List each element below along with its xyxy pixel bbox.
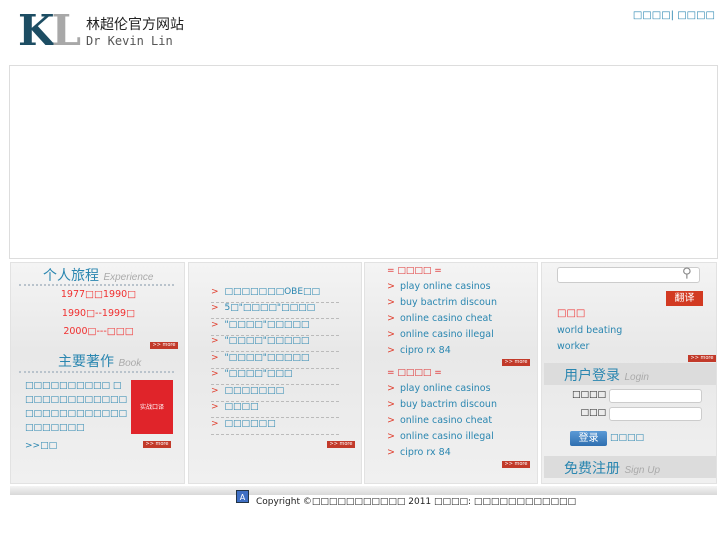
experience-title: 个人旅程 Experience: [43, 268, 154, 284]
link-item[interactable]: >online casino illegal: [387, 329, 494, 340]
search-input[interactable]: [557, 267, 700, 283]
article-item[interactable]: >□□□□□□□: [211, 386, 339, 402]
link-item[interactable]: >play online casinos: [387, 281, 491, 292]
article-item[interactable]: >"□□□□"□□□□□: [211, 336, 339, 352]
forgot-password-link[interactable]: □□□□: [610, 433, 645, 443]
login-title: 用户登录 Login: [564, 368, 649, 384]
search-icon[interactable]: ⚲: [682, 266, 692, 281]
login-button[interactable]: 登录: [570, 431, 607, 446]
footer-bar: [10, 486, 717, 495]
link-item[interactable]: >cipro rx 84: [387, 447, 451, 458]
article-item[interactable]: >"□□□□"□□□□□: [211, 320, 339, 336]
banner: [9, 65, 718, 259]
link-item[interactable]: >buy bactrim discoun: [387, 399, 497, 410]
articles-more-button[interactable]: >> more: [327, 441, 355, 448]
logo-letter-k: K: [18, 6, 54, 55]
book-cover[interactable]: 实战口译: [131, 380, 173, 434]
translate-button[interactable]: 翻译: [666, 291, 703, 306]
username-input[interactable]: [609, 389, 702, 403]
copyright: Copyright ©□□□□□□□□□□□ 2011 □□□□: □□□□□□…: [256, 497, 576, 507]
books-link[interactable]: >>□□: [25, 441, 58, 451]
book-cover-title: 实战口译: [139, 404, 164, 411]
article-item[interactable]: >□□□□□□: [211, 419, 339, 435]
link-item[interactable]: >online casino cheat: [387, 313, 493, 324]
app-icon: A: [236, 490, 249, 503]
links-section-header: = □□□□ =: [387, 368, 442, 378]
link-item[interactable]: >online casino illegal: [387, 431, 494, 442]
link-item[interactable]: >buy bactrim discoun: [387, 297, 497, 308]
word-item[interactable]: worker: [557, 341, 590, 352]
password-input[interactable]: [609, 407, 702, 421]
article-item[interactable]: >5□"□□□□"□□□□: [211, 303, 339, 319]
books-description: □□□□□□□□□□ □□□□□□□□□□□□□□□□□□□□□□□□□□□□□…: [25, 381, 128, 433]
word-item[interactable]: world beating: [557, 325, 623, 336]
books-title: 主要著作 Book: [58, 354, 142, 370]
year-link-2[interactable]: 1990□--1999□: [61, 308, 136, 319]
links-more-button[interactable]: >> more: [502, 359, 530, 366]
top-links[interactable]: □□□□| □□□□: [632, 10, 715, 21]
signup-title: 免费注册 Sign Up: [564, 461, 661, 477]
password-label: □□□: [580, 408, 606, 418]
article-item[interactable]: >"□□□□"□□□: [211, 369, 339, 385]
link-item[interactable]: >play online casinos: [387, 383, 491, 394]
login-header: 用户登录 Login: [544, 363, 716, 385]
signup-header[interactable]: 免费注册 Sign Up: [544, 456, 716, 478]
divider: [19, 371, 174, 373]
article-item[interactable]: >□□□□: [211, 402, 339, 418]
username-label: □□□□: [571, 390, 606, 400]
year-link-3[interactable]: 2000□---□□□: [63, 326, 134, 337]
sidebar-panel: ⚲ 翻译 □□□ world beating worker >> more 用户…: [541, 262, 717, 484]
books-more-button[interactable]: >> more: [143, 441, 171, 448]
experience-panel: 个人旅程 Experience 1977□□1990□ 1990□--1999□…: [10, 262, 185, 484]
word-label: □□□: [557, 308, 586, 319]
link-item[interactable]: >cipro rx 84: [387, 345, 451, 356]
experience-more-button[interactable]: >> more: [150, 342, 178, 349]
article-item[interactable]: >□□□□□□□OBE□□: [211, 287, 339, 303]
words-more-button[interactable]: >> more: [688, 355, 716, 362]
links-more-button[interactable]: >> more: [502, 461, 530, 468]
logo[interactable]: KL: [18, 6, 81, 55]
article-item[interactable]: >"□□□□"□□□□□: [211, 353, 339, 369]
divider: [19, 284, 174, 286]
site-name-en: Dr Kevin Lin: [86, 34, 173, 48]
logo-letter-l: L: [51, 6, 81, 55]
links-panel: = □□□□ = >play online casinos >buy bactr…: [364, 262, 538, 484]
site-name: 林超伦官方网站: [86, 17, 184, 33]
year-link-1[interactable]: 1977□□1990□: [60, 289, 137, 300]
links-section-header: = □□□□ =: [387, 266, 442, 276]
articles-panel: >□□□□□□□OBE□□ >5□"□□□□"□□□□ >"□□□□"□□□□□…: [188, 262, 362, 484]
link-item[interactable]: >online casino cheat: [387, 415, 493, 426]
